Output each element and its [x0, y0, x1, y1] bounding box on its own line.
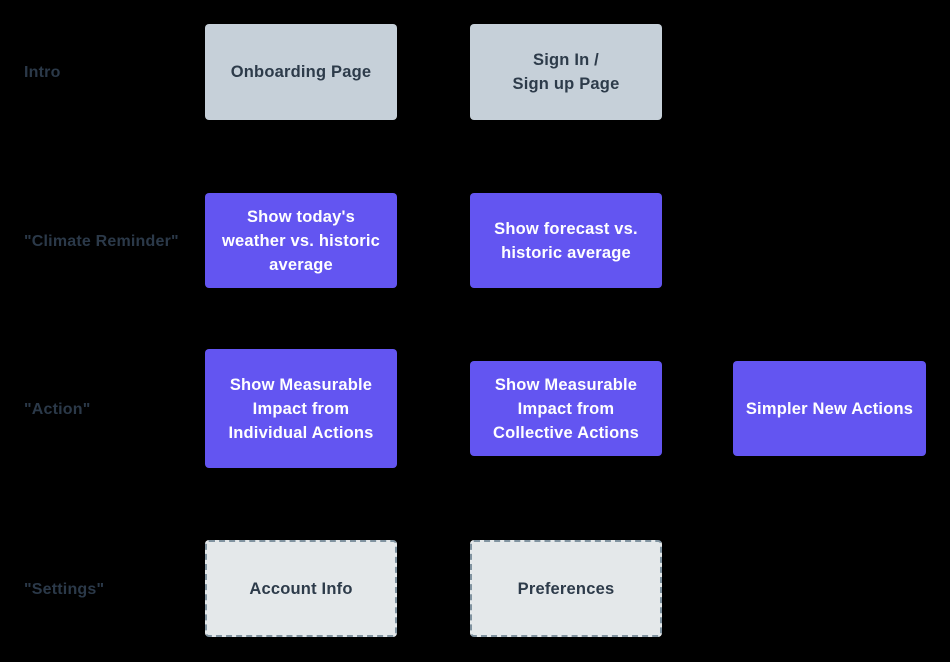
row-label-action: "Action" — [24, 401, 91, 418]
box-impact-collective-actions: Show Measurable Impact from Collective A… — [470, 361, 662, 456]
box-forecast-vs-historic-average: Show forecast vs. historic average — [470, 193, 662, 288]
box-today-weather-vs-historic-average: Show today's weather vs. historic averag… — [205, 193, 397, 288]
box-simpler-new-actions: Simpler New Actions — [733, 361, 926, 456]
row-label-climate-reminder: "Climate Reminder" — [24, 233, 179, 250]
box-sign-in-sign-up-page: Sign In / Sign up Page — [470, 24, 662, 120]
box-impact-individual-actions: Show Measurable Impact from Individual A… — [205, 349, 397, 468]
row-label-settings: "Settings" — [24, 581, 105, 598]
box-preferences: Preferences — [470, 540, 662, 637]
box-account-info: Account Info — [205, 540, 397, 637]
row-label-intro: Intro — [24, 64, 61, 81]
box-onboarding-page: Onboarding Page — [205, 24, 397, 120]
